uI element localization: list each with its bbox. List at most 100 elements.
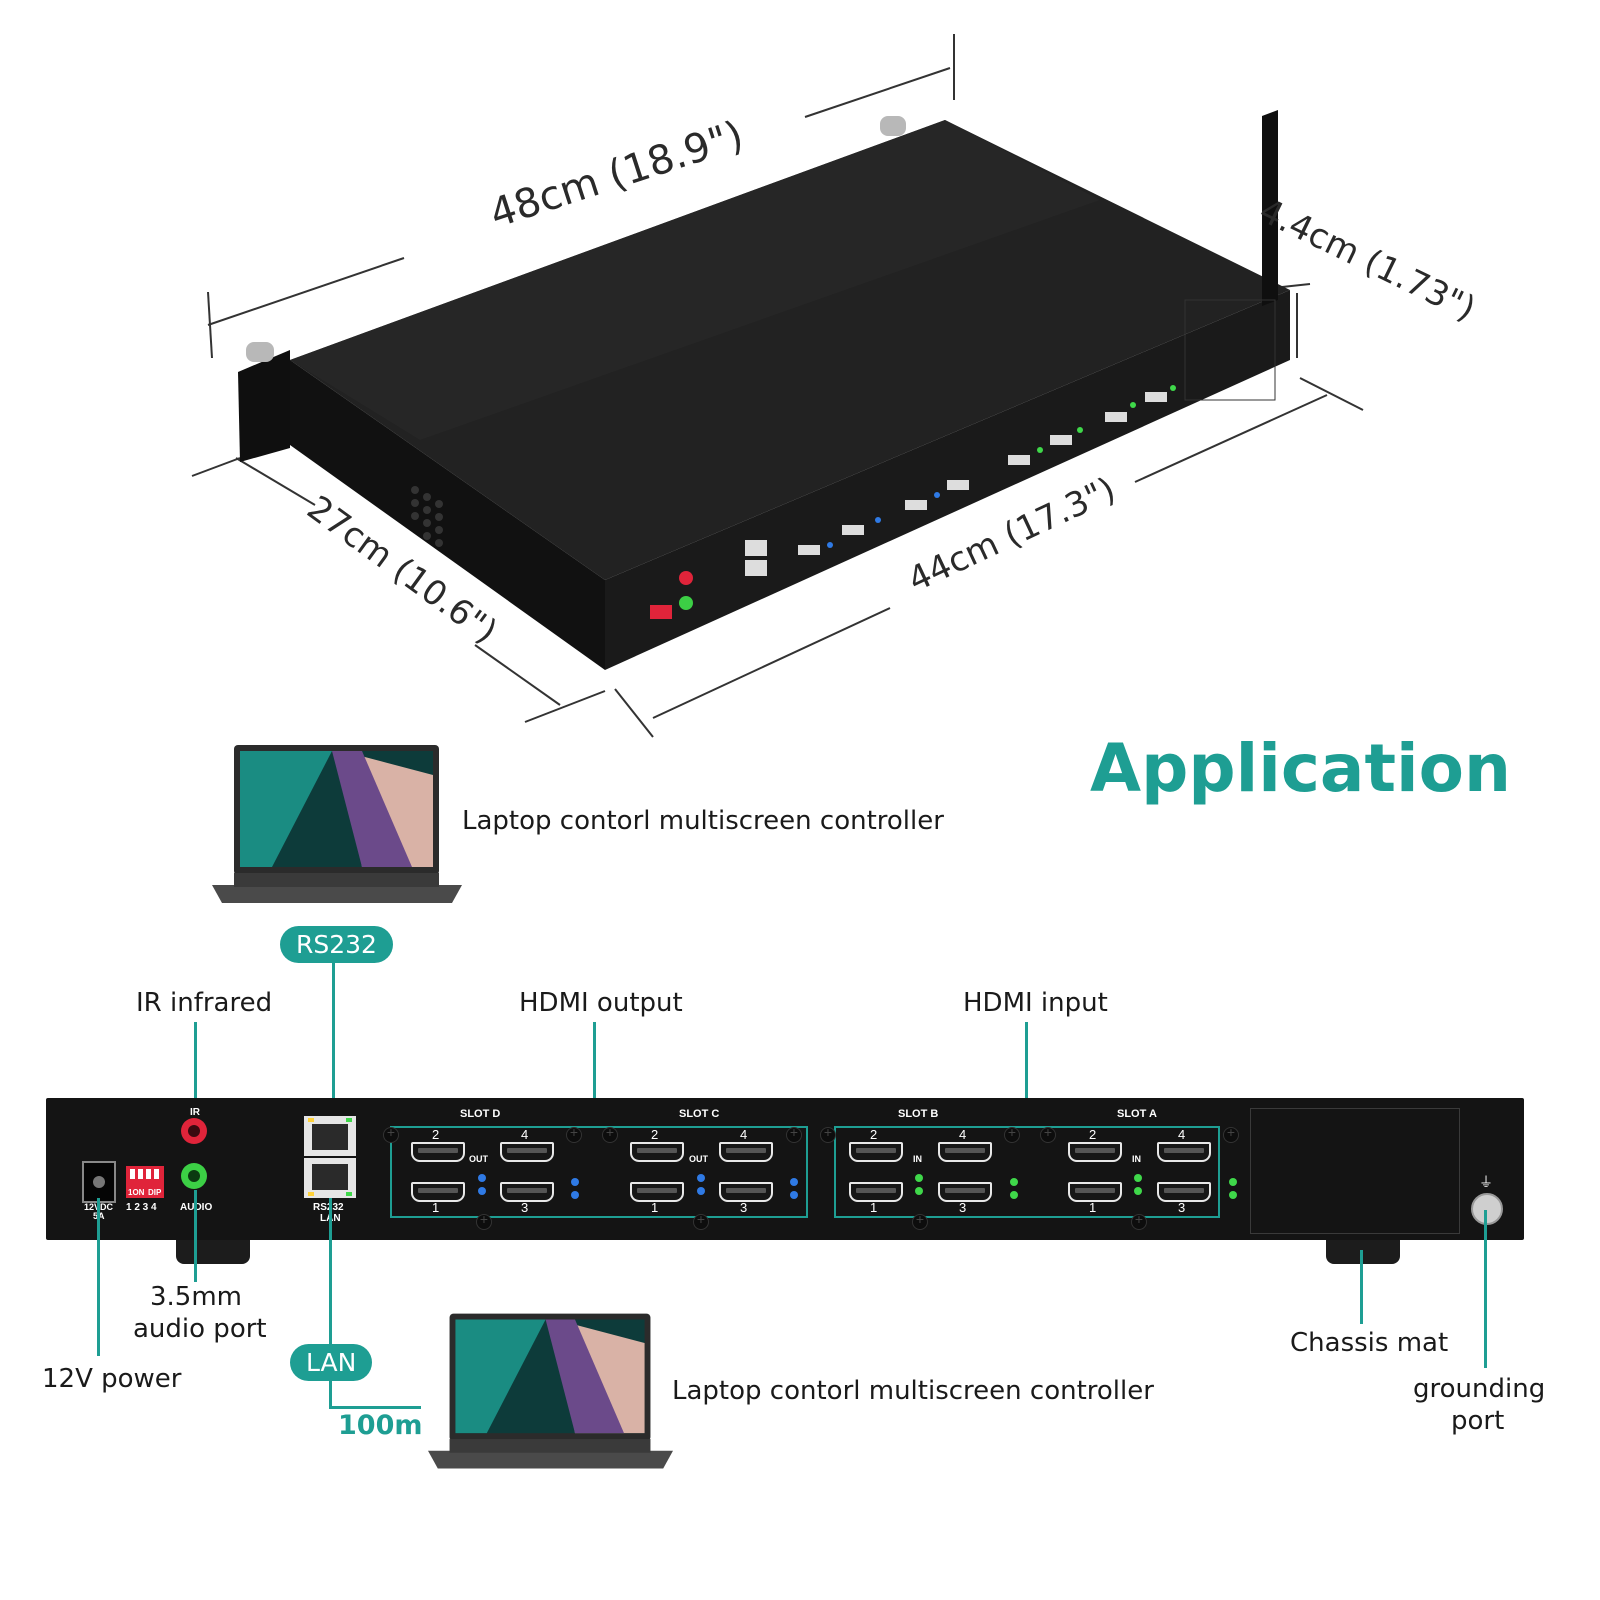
status-led [571, 1178, 579, 1186]
dip-label: DIP [148, 1188, 162, 1197]
status-led [1010, 1178, 1018, 1186]
port-number: 4 [959, 1127, 967, 1142]
port-number: 1 [432, 1200, 440, 1215]
slot-b-label: SLOT B [898, 1108, 939, 1120]
panel-screw [602, 1124, 618, 1143]
hdmi-port-icon [938, 1182, 992, 1202]
port-number: 2 [432, 1127, 440, 1142]
hdmi-port-icon [1157, 1182, 1211, 1202]
dip-switch [126, 1166, 164, 1198]
chassis-callout: Chassis mat [1290, 1328, 1449, 1358]
status-led [697, 1187, 705, 1195]
port-number: 3 [521, 1200, 529, 1215]
panel-screw [1040, 1124, 1056, 1143]
dc-power-jack [82, 1161, 116, 1203]
hdmi-port-icon [1157, 1142, 1211, 1162]
out-label: OUT [469, 1154, 488, 1164]
hdmi-port-icon [1068, 1182, 1122, 1202]
lan-leader-lower [329, 1378, 332, 1408]
laptop-icon [212, 745, 462, 903]
panel-screw [693, 1211, 709, 1230]
ground-callout-line2: port [1451, 1406, 1505, 1436]
status-led [1229, 1178, 1237, 1186]
port-number: 3 [740, 1200, 748, 1215]
audio-leader [194, 1190, 197, 1282]
status-led [1134, 1174, 1142, 1182]
port-number: 1 [1089, 1200, 1097, 1215]
hdmi-input-group [834, 1126, 1220, 1218]
hdmi-port-icon [719, 1142, 773, 1162]
status-led [697, 1174, 705, 1182]
port-number: 3 [1178, 1200, 1186, 1215]
panel-screw [1223, 1124, 1239, 1143]
hdmi-port-icon [411, 1182, 465, 1202]
slot-c-label: SLOT C [679, 1108, 720, 1120]
panel-screw [566, 1124, 582, 1143]
panel-screw [476, 1211, 492, 1230]
hdmi-port-icon [849, 1182, 903, 1202]
ir-port [181, 1118, 207, 1144]
port-number: 3 [959, 1200, 967, 1215]
hdmi-output-callout: HDMI output [519, 988, 683, 1018]
port-number: 2 [870, 1127, 878, 1142]
laptop-bottom-caption: Laptop contorl multiscreen controller [672, 1376, 1154, 1406]
ir-callout: IR infrared [136, 988, 273, 1018]
slot-d-label: SLOT D [460, 1108, 501, 1120]
hdmi-port-icon [719, 1182, 773, 1202]
status-led [790, 1178, 798, 1186]
port-number: 2 [1089, 1127, 1097, 1142]
audio-port [181, 1163, 207, 1189]
port-number: 4 [740, 1127, 748, 1142]
distance-label: 100m [338, 1410, 423, 1441]
section-title: Application [1090, 730, 1511, 807]
dip-numbers: 1 2 3 4 [126, 1202, 157, 1213]
hdmi-port-icon [411, 1142, 465, 1162]
status-led [1229, 1191, 1237, 1199]
status-led [478, 1174, 486, 1182]
lan-leader [329, 1198, 332, 1346]
out-label: OUT [689, 1154, 708, 1164]
ground-callout-line1: grounding [1413, 1374, 1546, 1404]
hdmi-port-icon [1068, 1142, 1122, 1162]
ground-leader [1484, 1210, 1487, 1368]
rj45-port-icon [304, 1116, 356, 1156]
status-led [915, 1187, 923, 1195]
chassis-leader [1360, 1250, 1363, 1324]
laptop-top-caption: Laptop contorl multiscreen controller [462, 806, 944, 836]
hdmi-port-icon [630, 1142, 684, 1162]
grounding-screw [1471, 1193, 1503, 1225]
panel-screw [912, 1211, 928, 1230]
chassis-foot-left [176, 1240, 250, 1264]
hdmi-input-callout: HDMI input [963, 988, 1108, 1018]
panel-screw [820, 1124, 836, 1143]
status-led [790, 1191, 798, 1199]
ground-icon: ⏚ [1479, 1175, 1493, 1191]
in-label: IN [1132, 1154, 1141, 1164]
hdmi-port-icon [500, 1142, 554, 1162]
panel-screw [786, 1124, 802, 1143]
rs232-pill: RS232 [280, 926, 393, 963]
port-number: 4 [1178, 1127, 1186, 1142]
audio-callout-line1: 3.5mm [150, 1282, 243, 1312]
lan-pill: LAN [290, 1344, 373, 1381]
status-led [915, 1174, 923, 1182]
rs232-leader [332, 963, 335, 1131]
chassis-foot-right [1326, 1240, 1400, 1264]
port-number: 1 [651, 1200, 659, 1215]
ir-leader [194, 1022, 197, 1132]
dip-on-label: 1ON [128, 1188, 145, 1197]
status-led [1010, 1191, 1018, 1199]
hdmi-port-icon [630, 1182, 684, 1202]
hdmi-port-icon [938, 1142, 992, 1162]
hdmi-port-icon [500, 1182, 554, 1202]
device-3d-illustration [191, 34, 1364, 738]
laptop-icon [428, 1313, 673, 1469]
hdmi-port-icon [849, 1142, 903, 1162]
hdmi-input-leader [1025, 1022, 1028, 1127]
panel-screw [1131, 1211, 1147, 1230]
audio-callout-line2: audio port [133, 1314, 267, 1344]
status-led [478, 1187, 486, 1195]
slot-a-label: SLOT A [1117, 1108, 1157, 1120]
hdmi-output-group [390, 1126, 808, 1218]
port-number: 4 [521, 1127, 529, 1142]
